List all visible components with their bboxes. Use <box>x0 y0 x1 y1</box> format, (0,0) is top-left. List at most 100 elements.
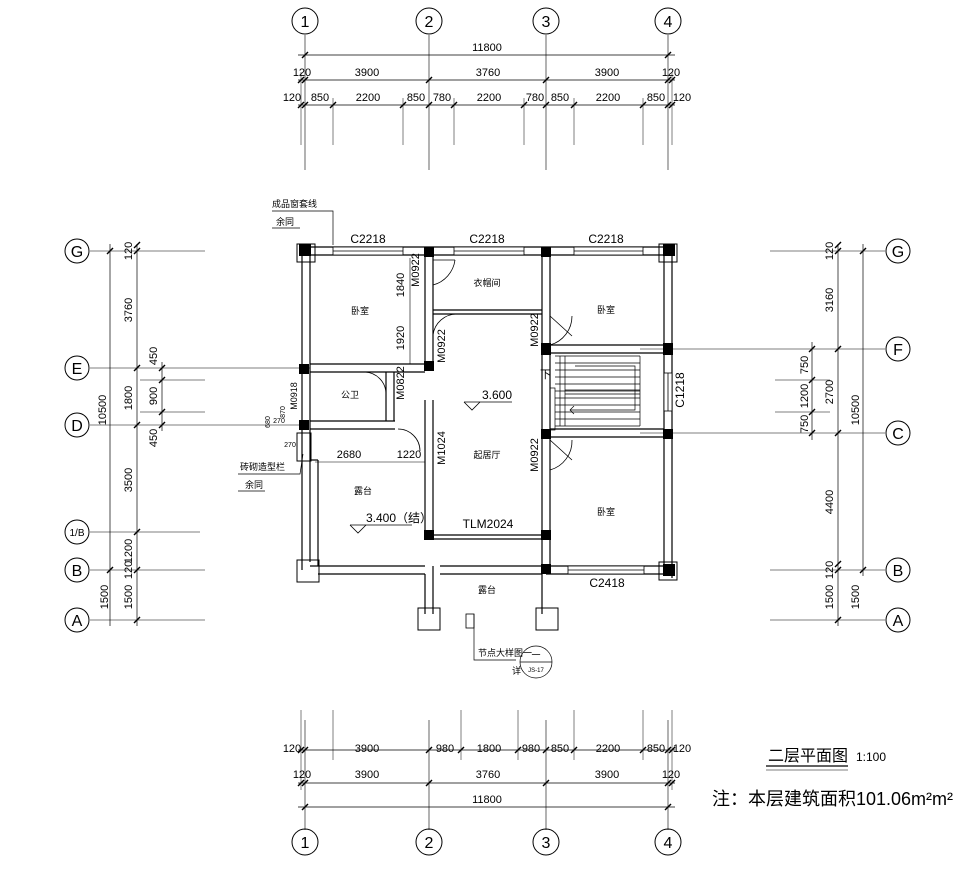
door-m0822: M0822 <box>395 366 407 400</box>
top-extension-lines <box>300 72 673 790</box>
walls <box>301 246 673 614</box>
axis-label-a-right: A <box>893 613 904 630</box>
axis-label-1b-left: 1/B <box>69 528 84 539</box>
dim-bot-r1-4: 980 <box>522 743 540 755</box>
axis-label-1-bottom: 1 <box>301 835 310 852</box>
note-railing: 砖砌造型栏 <box>240 461 285 472</box>
axis-label-1-top: 1 <box>301 14 310 31</box>
dim-right-inner-2: 750 <box>799 415 811 433</box>
drawing-scale: 1:100 <box>856 750 886 764</box>
door-m0922-1: M0922 <box>410 253 422 287</box>
small-dim-680: 680 <box>265 416 272 428</box>
dim-bot-total: 11800 <box>472 794 502 806</box>
dim-left-7: 120 <box>123 561 135 579</box>
room-living: 起居厅 <box>473 450 500 460</box>
dim-right-0: 120 <box>824 242 836 260</box>
axis-label-2-top: 2 <box>425 14 434 31</box>
stair-down-label: 下 <box>540 369 551 381</box>
level-3600: 3.600 <box>482 388 512 402</box>
note-detail-code: 一 <box>531 650 540 660</box>
axis-label-2-bottom: 2 <box>425 835 434 852</box>
axis-label-3-bottom: 3 <box>542 835 551 852</box>
dim-bot-r1-8: 120 <box>673 743 691 755</box>
dim-top-r2-2: 3760 <box>476 67 500 79</box>
level-markers <box>349 401 512 534</box>
room-terrace-1: 露台 <box>354 485 372 496</box>
window-c1218: C1218 <box>673 372 687 408</box>
window-c2218-1: C2218 <box>350 232 386 246</box>
axis-label-c-right: C <box>892 426 904 443</box>
note-detail: 节点大样图一 <box>478 647 532 658</box>
dim-right-4: 120 <box>824 561 836 579</box>
axis-label-d-left: D <box>71 418 83 435</box>
window-c2218-3: C2218 <box>588 232 624 246</box>
door-labels: M0922 M0922 M0922 M0922 M0822 M1024 M091… <box>289 253 541 472</box>
axis-label-e-left: E <box>72 361 83 378</box>
dim-1220: 1220 <box>397 449 421 461</box>
dim-left-3: 450 <box>148 347 160 365</box>
top-dimension-lines <box>298 54 675 808</box>
dim-top-r2-1: 3900 <box>355 67 379 79</box>
dim-right-5: 1500 <box>824 585 836 609</box>
top-dimension-ticks <box>297 51 676 811</box>
stair <box>549 355 641 431</box>
dim-bot-r1-7: 850 <box>647 743 665 755</box>
axis-bubbles-top <box>64 7 911 856</box>
dim-top-r3-0: 120 <box>283 92 301 104</box>
dim-left-total: 10500 <box>97 395 109 426</box>
pier-boxes <box>296 243 678 631</box>
dim-bot-r2-3: 3900 <box>595 769 619 781</box>
dim-right-1: 3160 <box>824 288 836 312</box>
room-bedroom-3: 卧室 <box>597 506 615 517</box>
dim-top-r3-6: 780 <box>526 92 544 104</box>
room-labels: 卧室 衣帽间 卧室 公卫 起居厅 露台 卧室 露台 <box>341 277 615 595</box>
dim-right-inner-0: 750 <box>799 356 811 374</box>
dim-left-4: 450 <box>148 429 160 447</box>
dim-top-r2-0: 120 <box>293 67 311 79</box>
dim-right-2: 2700 <box>824 380 836 404</box>
note-window-trim: 成品窗套线 <box>272 198 317 209</box>
dim-bot-r2-1: 3900 <box>355 769 379 781</box>
axis-label-b-left: B <box>72 563 83 580</box>
note-railing-same: 余同 <box>245 479 263 490</box>
dim-left-8: 1500 <box>123 585 135 609</box>
dim-top-r3-9: 850 <box>647 92 665 104</box>
room-wc: 公卫 <box>341 390 359 400</box>
dim-top-r3-2: 2200 <box>356 92 380 104</box>
window-tlm2024: TLM2024 <box>463 517 514 531</box>
dim-top-r3-8: 2200 <box>596 92 620 104</box>
columns <box>299 244 675 576</box>
small-dim-270b: 270 <box>284 442 296 449</box>
axis-label-3-top: 3 <box>542 14 551 31</box>
notes: 成品窗套线 余同 砖砌造型栏 余同 节点大样图一 详 一 JS-17 <box>240 198 544 676</box>
dim-bot-r1-3: 1800 <box>477 743 501 755</box>
small-dim-870: 870 <box>280 406 287 418</box>
leaders <box>238 210 553 679</box>
dim-top-r3-4: 780 <box>433 92 451 104</box>
axis-label-f-right: F <box>893 342 903 359</box>
dim-right-inner-1: 1200 <box>799 384 811 408</box>
level-3400: 3.400（结） <box>366 511 432 525</box>
dim-top-r3-3: 850 <box>407 92 425 104</box>
dim-right-a: 1500 <box>850 585 862 609</box>
axis-label-b-right: B <box>893 563 904 580</box>
window-c2218-2: C2218 <box>469 232 505 246</box>
axis-label-a-left: A <box>72 613 83 630</box>
door-m0922-4: M0922 <box>529 438 541 472</box>
dim-top-r3-5: 2200 <box>477 92 501 104</box>
room-closet: 衣帽间 <box>473 277 500 288</box>
dim-left-a: 1500 <box>99 585 111 609</box>
dim-left-5: 3500 <box>123 468 135 492</box>
dim-bot-r2-4: 120 <box>662 769 680 781</box>
window-c2418: C2418 <box>589 576 625 590</box>
dim-top-r2-4: 120 <box>662 67 680 79</box>
dim-2680: 2680 <box>337 449 361 461</box>
dim-top-r3-7: 850 <box>551 92 569 104</box>
dim-left-2: 1800 <box>123 386 135 410</box>
dim-top-r3-1: 850 <box>311 92 329 104</box>
top-dimension-text: 11800 120 3900 3760 3900 120 120 850 220… <box>283 42 691 806</box>
dim-bot-r1-2: 980 <box>436 743 454 755</box>
dim-bot-r1-6: 2200 <box>596 743 620 755</box>
dim-left-inner: 900 <box>148 387 160 405</box>
